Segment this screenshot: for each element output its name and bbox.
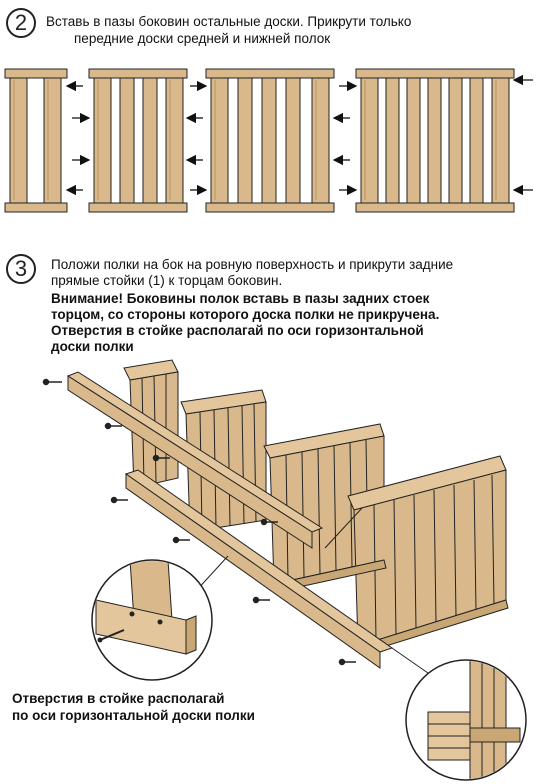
step-3-warning-line4: доски полки [51,339,134,354]
step-3-warning-line3: Отверстия в стойке располагай по оси гор… [51,323,424,338]
step-3-instruction-line1: Положи полки на бок на ровную поверхност… [51,257,454,272]
upper-rail [66,371,324,549]
callout-caption-line1: Отверстия в стойке располагай [12,691,225,706]
callout-caption-line2: по оси горизонтальной доски полки [12,708,255,723]
lower-rail [124,469,394,669]
screws [42,378,356,666]
step-2-number: 2 [6,8,36,38]
panel-2 [88,68,188,213]
step-2-instruction-line2: передние доски средней и нижней полок [74,31,331,46]
panel-1 [4,68,68,213]
panel-2-arrows [72,112,203,166]
detail-circle-left [91,559,213,681]
step-3-instruction-line2: прямые стойки (1) к торцам боковин. [51,273,283,288]
panel-1-arrows [65,80,83,196]
panel-4 [355,68,515,213]
step-3-warning-line1: Внимание! Боковины полок вставь в пазы з… [51,291,430,306]
step-3-warning-line2: торцом, со стороны которого доска полки … [51,307,440,322]
panel-4-arrows [339,74,533,196]
detail-circle-right [405,659,527,781]
step-2-panels-illustration [4,68,533,213]
panel-3 [205,68,335,213]
panel-3-arrows [190,80,350,196]
step-3-number: 3 [6,254,36,284]
step-2-instruction-line1: Вставь в пазы боковин остальные доски. П… [46,14,412,29]
